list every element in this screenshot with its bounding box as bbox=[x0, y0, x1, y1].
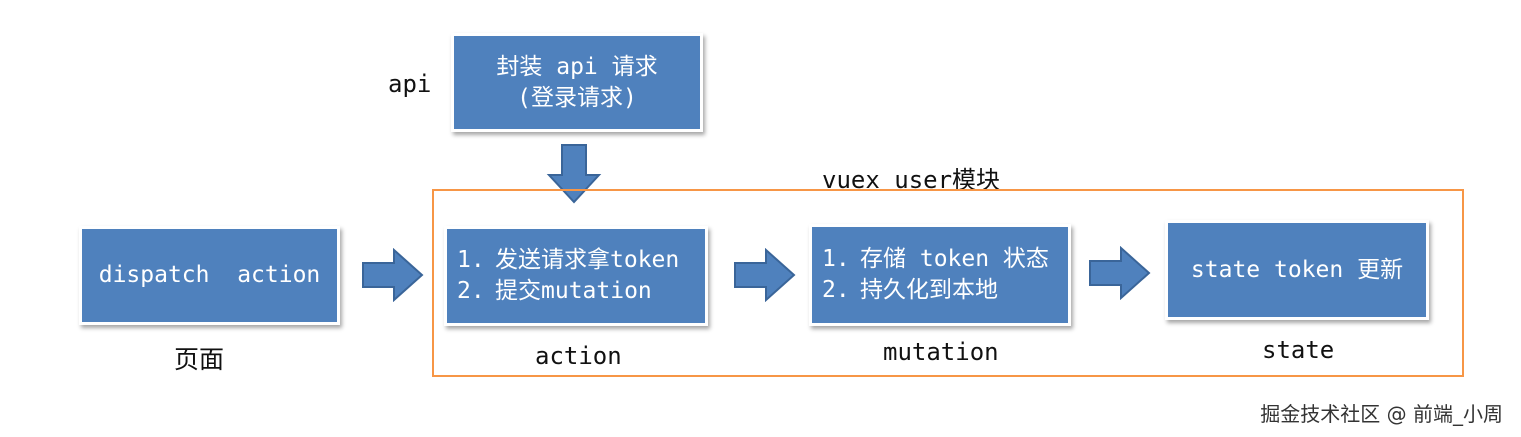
vuex-user-module-frame bbox=[432, 189, 1464, 377]
watermark: 掘金技术社区 @ 前端_小周 bbox=[1260, 402, 1503, 426]
action-item-2-number: 2. bbox=[457, 278, 485, 304]
state-box: state token 更新 bbox=[1165, 220, 1429, 320]
api-box-line-2: (登录请求) bbox=[517, 84, 637, 111]
mutation-item-2-number: 2. bbox=[822, 277, 850, 303]
state-box-text: state token 更新 bbox=[1190, 256, 1404, 283]
mutation-label: mutation bbox=[883, 338, 999, 366]
down-arrow-icon bbox=[546, 144, 602, 204]
mutation-item-1-text: 存储 token 状态 bbox=[860, 246, 1049, 272]
state-label: state bbox=[1262, 336, 1335, 364]
dispatch-action-box: dispatch action bbox=[79, 226, 340, 325]
action-item-1: 1. 发送请求拿token bbox=[457, 245, 705, 276]
api-label: api bbox=[388, 70, 432, 98]
action-item-2: 2. 提交mutation bbox=[457, 276, 705, 307]
action-item-1-text: 发送请求拿token bbox=[495, 247, 680, 273]
action-item-2-text: 提交mutation bbox=[495, 278, 652, 304]
api-box-line-1: 封装 api 请求 bbox=[496, 53, 658, 80]
mutation-item-1-number: 1. bbox=[822, 246, 850, 272]
action-item-1-number: 1. bbox=[457, 247, 485, 273]
dispatch-box-text: dispatch action bbox=[98, 262, 321, 288]
action-box: 1. 发送请求拿token 2. 提交mutation bbox=[444, 226, 708, 326]
mutation-item-1: 1. 存储 token 状态 bbox=[822, 244, 1068, 275]
page-label: 页面 bbox=[174, 345, 225, 374]
right-arrow-icon bbox=[362, 248, 424, 302]
action-label: action bbox=[535, 342, 622, 370]
api-request-box: 封装 api 请求 (登录请求) bbox=[451, 33, 703, 132]
mutation-item-2-text: 持久化到本地 bbox=[860, 277, 998, 303]
mutation-item-2: 2. 持久化到本地 bbox=[822, 275, 1068, 306]
right-arrow-icon bbox=[734, 248, 796, 302]
right-arrow-icon bbox=[1089, 246, 1151, 300]
mutation-box: 1. 存储 token 状态 2. 持久化到本地 bbox=[809, 224, 1071, 326]
